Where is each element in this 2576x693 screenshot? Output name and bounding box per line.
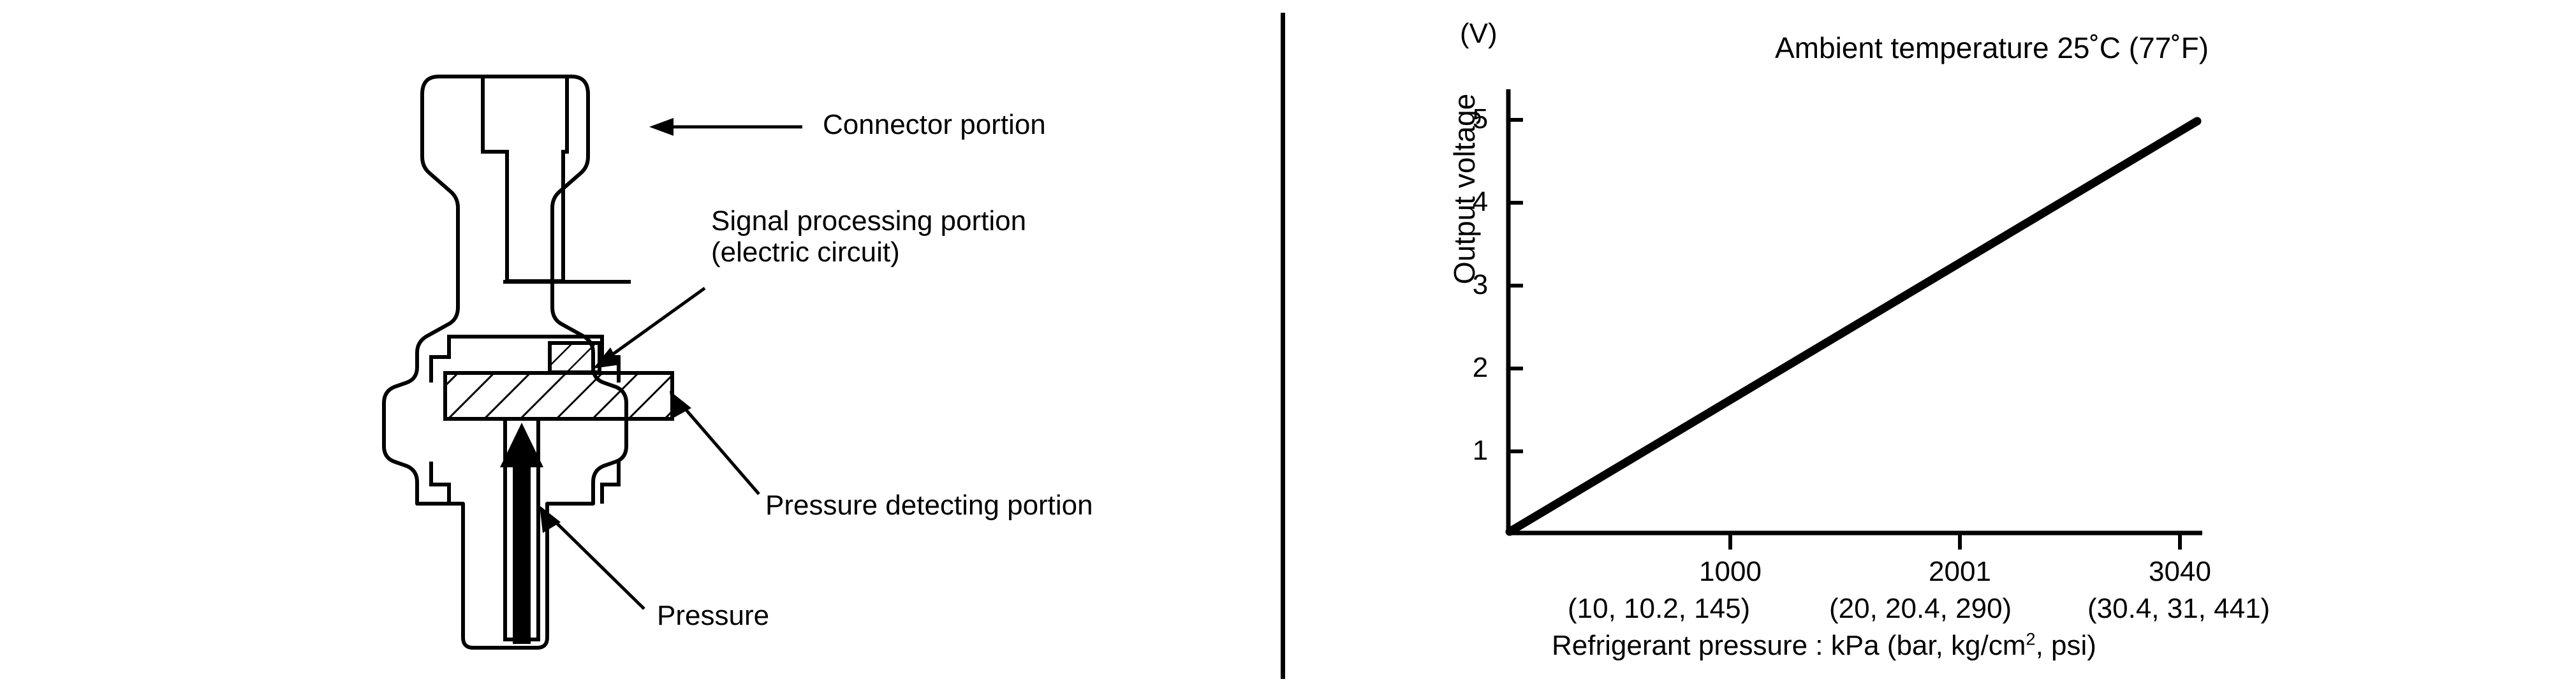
y-axis-ticks — [1508, 118, 1523, 453]
y-tick-label-3: 3 — [1472, 269, 1489, 300]
chart-title: Ambient temperature 25˚C (77˚F) — [1775, 31, 2209, 64]
y-tick-label-4: 4 — [1472, 186, 1489, 217]
signal-processing-chip — [548, 341, 601, 374]
leader-pressure — [546, 513, 645, 610]
x-axis-ticks — [1728, 533, 2182, 550]
pressure-flow-arrow — [500, 423, 543, 644]
panel-divider — [1281, 13, 1285, 679]
callout-label-connector-portion: Connector portion — [823, 109, 1046, 140]
sensor-housing-outline — [382, 75, 628, 650]
callout-label-signal-processing: Signal processing portion (electric circ… — [711, 205, 1026, 268]
x-tick-sublabel-2: (20, 20.4, 290) — [1829, 593, 2012, 624]
x-axis-label: Refrigerant pressure : kPa (bar, kg/cm2,… — [1552, 630, 2096, 662]
callout-label-signal-processing-line2: (electric circuit) — [711, 237, 900, 268]
y-axis-unit: (V) — [1460, 18, 1498, 49]
x-axis-label-superscript: 2 — [2026, 629, 2036, 649]
sensor-cross-section-drawing — [382, 75, 802, 650]
y-tick-label-1: 1 — [1472, 435, 1489, 466]
pressure-detecting-element — [443, 371, 674, 421]
callout-label-pressure-detecting-portion: Pressure detecting portion — [765, 490, 1093, 521]
sensor-diagram-panel: Connector portion Signal processing port… — [0, 0, 1284, 693]
x-tick-label-2001: 2001 — [1929, 556, 1991, 587]
x-tick-label-3040: 3040 — [2149, 556, 2211, 587]
y-tick-label-5: 5 — [1472, 103, 1489, 135]
x-tick-sublabel-1: (10, 10.2, 145) — [1568, 593, 1751, 624]
y-tick-label-2: 2 — [1472, 352, 1489, 383]
x-tick-sublabel-3: (30.4, 31, 441) — [2087, 593, 2271, 624]
connector-cavity-outline — [481, 77, 631, 284]
x-axis-label-suffix: , psi) — [2035, 630, 2096, 661]
data-series-line — [1505, 117, 2202, 536]
leader-pressure-detecting — [676, 398, 760, 495]
callout-label-pressure: Pressure — [657, 600, 770, 631]
callout-label-signal-processing-line1: Signal processing portion — [711, 205, 1027, 237]
chart-plot-area — [1505, 89, 2202, 550]
x-axis-label-prefix: Refrigerant pressure : kPa (bar, kg/cm — [1552, 630, 2026, 661]
callout-leader-lines — [540, 118, 802, 610]
leader-signal-processing — [601, 286, 706, 363]
x-tick-label-1000: 1000 — [1699, 556, 1762, 587]
output-voltage-chart-panel: Ambient temperature 25˚C (77˚F) (V) Outp… — [1284, 0, 2576, 693]
connector-cavity-inner — [481, 78, 569, 283]
body-mid-cavity — [429, 335, 621, 504]
